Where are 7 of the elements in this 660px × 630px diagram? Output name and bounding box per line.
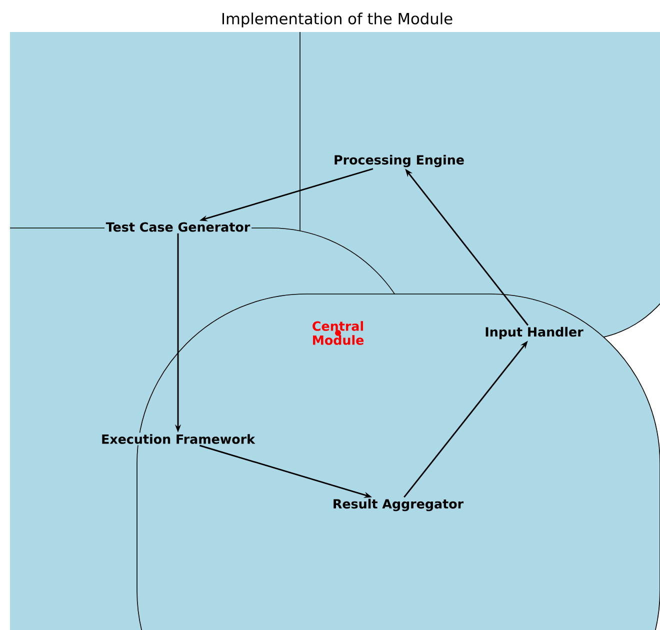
node-label: Execution Framework bbox=[100, 432, 256, 446]
node-label: Test Case Generator bbox=[104, 220, 252, 234]
node-label: Processing Engine bbox=[332, 153, 466, 168]
node-label: Result Aggregator bbox=[331, 497, 465, 512]
chart-title: Implementation of the Module bbox=[222, 12, 452, 28]
central-label: Central Module bbox=[304, 320, 372, 346]
node-label: Input Handler bbox=[483, 326, 585, 340]
